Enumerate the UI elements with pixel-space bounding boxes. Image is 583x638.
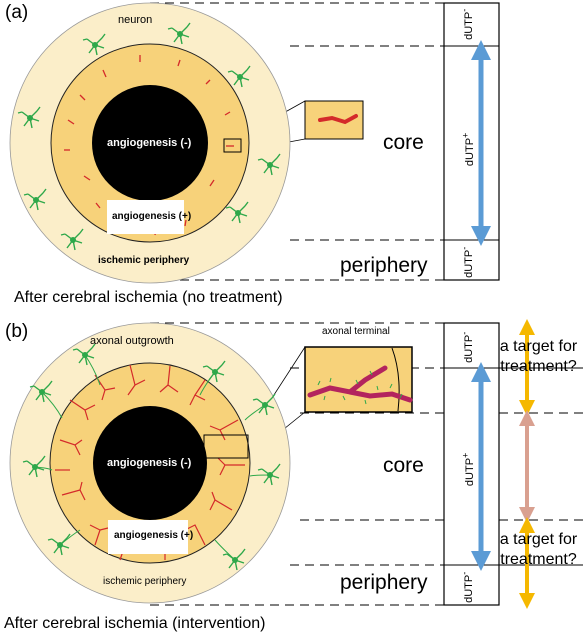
dutp-mid-label-b: dUTP+ [460, 452, 477, 487]
caption-b: After cerebral ischemia (intervention) [4, 615, 266, 632]
angiogenesis-negative-label-b: angiogenesis (-) [107, 457, 192, 469]
ischemic-periphery-label-b: ischemic periphery [103, 576, 187, 587]
dutp-top-label-a: dUTP- [459, 8, 475, 40]
necrotic-center-a [92, 85, 208, 201]
vessels-b [55, 364, 245, 561]
dutp-bot-label-b: dUTP- [459, 571, 475, 603]
dutp-mid-label-a: dUTP+ [460, 132, 477, 167]
necrotic-center-b [93, 406, 207, 520]
dutp-bot-label-a: dUTP- [459, 246, 475, 278]
axonal-terminal-label: axonal terminal [322, 326, 390, 337]
ischemic-periphery-label-a: ischemic periphery [98, 255, 190, 266]
periphery-label-a: periphery [340, 254, 428, 277]
panel-b [9, 319, 583, 609]
inset-axons-b [317, 370, 403, 405]
axonal-outgrowth-label: axonal outgrowth [90, 335, 174, 347]
zoom-source-box-a [223, 138, 242, 153]
panel-a [9, 2, 500, 284]
dutp-top-label-b: dUTP- [459, 331, 475, 363]
angiogenesis-negative-label-a: angiogenesis (-) [107, 137, 192, 149]
neuron-label: neuron [118, 14, 153, 26]
periphery-label-b: periphery [340, 571, 428, 594]
vessels-a [64, 55, 234, 236]
core-label-a: core [383, 131, 424, 154]
caption-a: After cerebral ischemia (no treatment) [14, 289, 283, 306]
zoom-inset-b [304, 346, 413, 413]
dutp-bracket-b [443, 322, 500, 606]
panel-b-label: (b) [5, 321, 29, 342]
core-label-b: core [383, 454, 424, 477]
axon-outgrowth-b [34, 354, 271, 561]
target-label-bottom: a target for treatment? [499, 531, 578, 568]
zoom-source-box-b [203, 434, 249, 459]
angio-pos-box-b [108, 520, 188, 554]
dutp-bracket-a [443, 2, 500, 281]
angiogenesis-positive-label-b: angiogenesis (+) [114, 530, 194, 541]
panel-a-label: (a) [5, 2, 29, 23]
angio-pos-box-a [107, 200, 184, 234]
angiogenesis-positive-label-a: angiogenesis (+) [112, 211, 192, 222]
inset-vessel-a [318, 114, 358, 125]
target-label-top: a target for treatment? [499, 338, 578, 375]
inset-border-b [391, 347, 400, 412]
